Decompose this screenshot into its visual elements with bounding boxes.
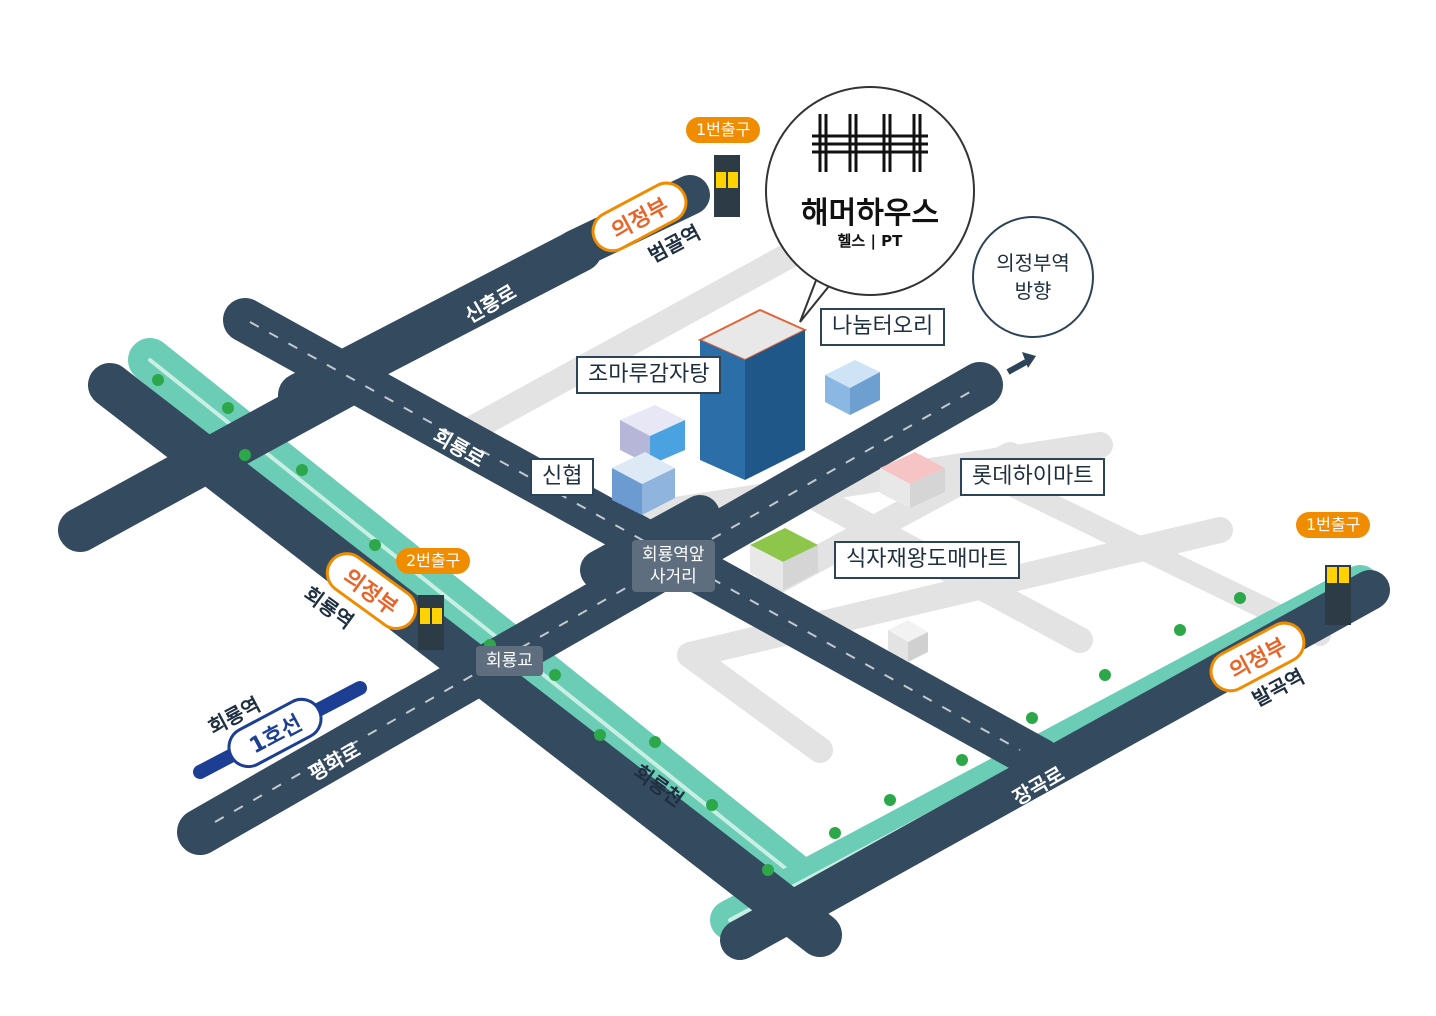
- station-balgok-exit: 1번출구: [1296, 512, 1371, 538]
- arrow-up-right-icon: [1006, 352, 1036, 375]
- place-label-lotte: 롯데하이마트: [960, 458, 1106, 496]
- direction-line1: 의정부역: [996, 251, 1070, 275]
- brand-badge: 해머하우스 헬스 | PT: [765, 86, 975, 296]
- place-label-nanum: 나눔터오리: [820, 308, 946, 346]
- place-label-sikja: 식자재왕도매마트: [834, 541, 1020, 579]
- direction-line2: 방향: [1014, 279, 1052, 303]
- main-building: [697, 308, 808, 480]
- hhh-logo-icon: [812, 114, 928, 172]
- direction-badge: 의정부역 방향: [972, 216, 1094, 338]
- station-hoeryong-exit: 2번출구: [396, 548, 471, 574]
- brand-subtitle: 헬스 | PT: [837, 232, 903, 250]
- trees: [152, 374, 1246, 876]
- junction-bridge: 회룡교: [476, 646, 543, 676]
- place-label-jomaru: 조마루감자탕: [576, 356, 722, 394]
- small-buildings: [612, 360, 945, 662]
- station-beomgol-exit: 1번출구: [686, 117, 761, 143]
- lane-dashes: [214, 321, 1021, 823]
- brand-name: 해머하우스: [801, 196, 939, 231]
- junction-crossroad: 회룡역앞 사거리: [632, 540, 715, 592]
- place-label-sinhyup: 신협: [530, 458, 595, 496]
- exit-number-plates: [420, 172, 1349, 624]
